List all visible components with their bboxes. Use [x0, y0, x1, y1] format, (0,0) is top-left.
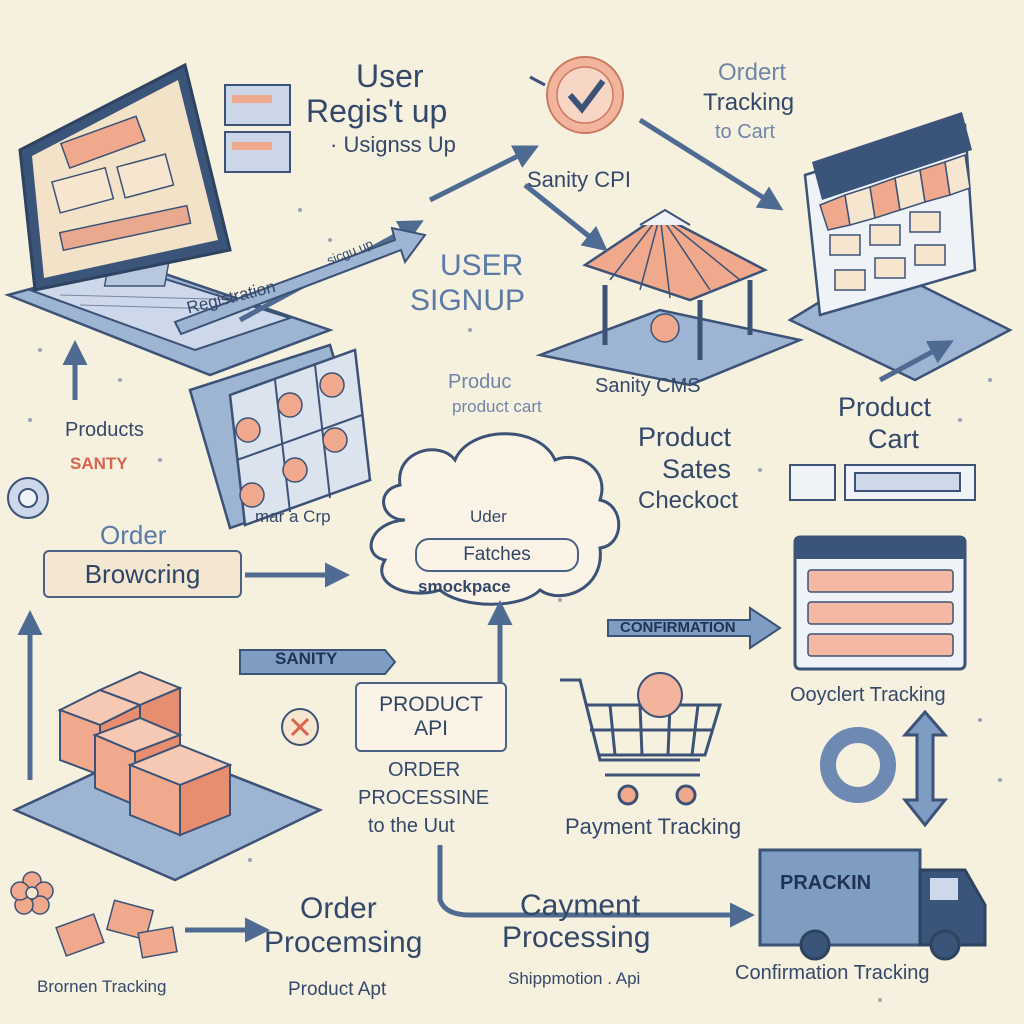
product-cart-line1: Product — [838, 392, 932, 422]
product-api-line2: API — [414, 717, 448, 740]
bookmark-badge-icon — [7, 477, 49, 519]
user-registration-title-line1: User — [356, 58, 424, 94]
laptop-icon — [4, 62, 334, 377]
checkmark-badge-icon — [529, 56, 624, 134]
confirmation-arrow-icon — [607, 606, 782, 650]
confirmation-tracking-label: Confirmation Tracking — [735, 962, 930, 984]
cloud-fatches-pill: Fatches — [415, 538, 579, 572]
brornen-tracking-label: Brornen Tracking — [37, 977, 167, 996]
ordert-tracking-line1: Ordert — [718, 59, 787, 86]
user-signup-line1: USER — [440, 249, 524, 282]
products-label: Products — [65, 419, 144, 441]
ring-icon — [820, 727, 896, 803]
product-api-line1: PRODUCT — [379, 693, 483, 716]
confirmation-arrow-label: CONFIRMATION — [620, 619, 736, 636]
form-cards-icon — [224, 84, 291, 173]
flower-icon — [10, 871, 54, 915]
order-list-icon — [793, 535, 967, 671]
product-cart-small-label: product cart — [452, 397, 542, 416]
close-circle-icon — [281, 708, 319, 746]
cloud-uder-label: Uder — [470, 507, 507, 526]
order-processing-line1: Order — [300, 892, 377, 925]
cart-cards-icon — [789, 464, 976, 501]
order-browsing-pill: Browcring — [43, 550, 242, 598]
cayment-processing-line2: Processing — [502, 921, 651, 954]
to-cart-label: to Cart — [715, 121, 776, 143]
produc-label: Produc — [448, 371, 512, 393]
sanity-red-label: SANTY — [70, 454, 128, 473]
ordert-tracking-line2: Tracking — [703, 89, 795, 116]
user-signs-up-label: · Usignss Up — [330, 132, 456, 157]
shelf-icon — [188, 343, 372, 530]
truck-label: PRACKIN — [780, 872, 872, 894]
storefront-icon — [787, 112, 1013, 382]
cayment-processing-line1: Cayment — [520, 889, 641, 922]
sanity-cms-label: Sanity CMS — [595, 375, 701, 397]
user-signup-line2: SIGNUP — [410, 284, 526, 317]
order-processing-caps-line3: to the Uut — [368, 815, 455, 837]
truck-icon — [758, 848, 987, 961]
order-browsing-line1: Order — [100, 520, 167, 550]
product-sates-line2: Sates — [662, 454, 732, 484]
user-registration-title-line2: Regis't up — [306, 93, 448, 129]
flower-cluster-icon — [55, 899, 178, 959]
cloud-marketplace-label: smockpace — [418, 577, 511, 596]
order-processing-caps-line1: ORDER — [388, 759, 461, 781]
product-cart-line2: Cart — [868, 424, 920, 454]
product-sates-line1: Product — [638, 422, 732, 452]
product-api-bottom-label: Product Apt — [288, 979, 387, 1000]
ooycleit-tracking-label: Ooyclert Tracking — [790, 684, 946, 706]
sanity-pill-label: SANITY — [275, 649, 338, 668]
product-api-box: PRODUCT API — [355, 682, 507, 752]
order-processing-caps-line2: PROCESSINE — [358, 787, 490, 809]
product-sates-line3: Checkoct — [638, 487, 739, 514]
payment-tracking-label: Payment Tracking — [565, 814, 742, 839]
shipmotion-api-label: Shippmotion . Api — [508, 969, 641, 988]
marha-crp-label: mar a Crp — [255, 507, 331, 526]
boxes-icon — [11, 670, 324, 882]
sanity-cpi-label: Sanity CPI — [527, 167, 631, 192]
kiosk-icon — [535, 208, 805, 387]
order-processing-line2: Procemsing — [264, 926, 423, 959]
up-down-arrow-icon — [901, 709, 949, 828]
